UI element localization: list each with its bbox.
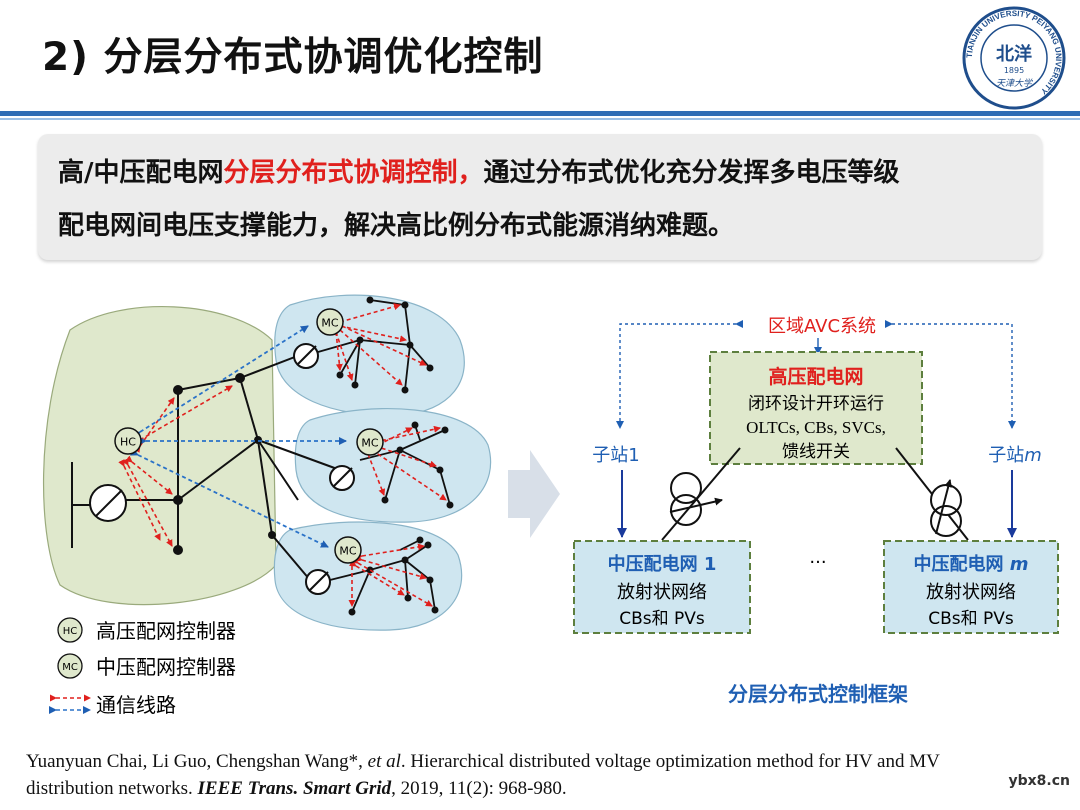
sub1-label: 子站1 <box>592 445 639 466</box>
hv-box <box>709 351 923 465</box>
legend-hc-symbol: HC <box>63 626 78 637</box>
page-title: 2) 分层分布式协调优化控制 <box>42 35 544 80</box>
hv-area <box>42 306 277 606</box>
mv1-title: 中压配电网 1 <box>608 553 717 575</box>
legend-comm-text: 通信线路 <box>96 693 176 717</box>
citation: Yuanyuan Chai, Li Guo, Chengshan Wang*, … <box>26 748 1066 802</box>
mv1-line-2: CBs和 PVs <box>619 609 705 629</box>
avc-link-left <box>616 320 743 429</box>
transformer-1 <box>669 472 723 526</box>
mv1-box <box>573 540 751 634</box>
legend-mc-symbol: MC <box>62 662 78 673</box>
cite-title-end: distribution networks. <box>26 778 198 799</box>
cite-journal: IEEE Trans. Smart Grid <box>197 778 392 799</box>
summary-suffix: 通过分布式优化充分发挥多电压等级 <box>483 158 900 188</box>
mvm-line-2: CBs和 PVs <box>928 609 1014 629</box>
hc-node: HC <box>114 427 142 455</box>
mvm-line-1: 放射状网络 <box>926 582 1016 603</box>
framework-diagram: 区域AVC系统 高压配电网 闭环设计开环运行 OLTCs, CBs, SVCs,… <box>573 316 1059 706</box>
university-seal: TIANJIN UNIVERSITY PEIYANG UNIVERSITY 北洋… <box>962 6 1066 110</box>
avc-link-right <box>885 320 1016 429</box>
flow-arrow <box>508 450 560 538</box>
subm-label: 子站m <box>988 445 1042 466</box>
ellipsis: ··· <box>809 552 826 573</box>
framework-caption: 分层分布式控制框架 <box>728 682 908 706</box>
mc-node-3: MC <box>334 536 362 564</box>
summary-highlight: 分层分布式协调控制， <box>223 158 484 188</box>
hv-line-3: 馈线开关 <box>782 442 850 462</box>
hv-to-mv1-line <box>661 447 741 541</box>
summary-prefix: 高/中压配电网 <box>58 158 224 188</box>
seal-inner-text: 北洋 <box>996 43 1032 65</box>
header-rule <box>0 111 1080 116</box>
legend-comm: 通信线路 <box>49 693 176 717</box>
mvm-box <box>883 540 1059 634</box>
legend-hc: HC 高压配网控制器 <box>57 617 236 643</box>
citation-line-2: distribution networks. IEEE Trans. Smart… <box>26 775 1066 802</box>
mc-label-1: MC <box>321 317 338 330</box>
diagram-canvas: HC MC MC MC HC 高压配网控制器 MC 中压配网控制器 <box>42 294 1059 717</box>
hc-label: HC <box>120 436 136 449</box>
hv-line-2: OLTCs, CBs, SVCs, <box>746 418 886 437</box>
legend: HC 高压配网控制器 MC 中压配网控制器 通信线路 <box>49 617 236 717</box>
transformer-m <box>930 479 962 537</box>
mc-node-1: MC <box>316 308 344 336</box>
legend-hc-text: 高压配网控制器 <box>96 619 236 643</box>
hv-line-1: 闭环设计开环运行 <box>748 394 884 414</box>
seal-signature: 天津大学 <box>996 78 1033 89</box>
legend-mc: MC 中压配网控制器 <box>57 653 236 679</box>
citation-line-1: Yuanyuan Chai, Li Guo, Chengshan Wang*, … <box>26 748 1066 775</box>
cite-etal: et al <box>367 751 401 772</box>
header-rule-thin <box>0 118 1080 120</box>
mc-label-2: MC <box>361 437 378 450</box>
summary-line-2: 配电网间电压支撑能力，解决高比例分布式能源消纳难题。 <box>58 211 735 241</box>
legend-mc-text: 中压配网控制器 <box>96 655 236 679</box>
watermark: ybx8.cn <box>1008 773 1070 789</box>
mvm-title: 中压配电网 m <box>913 553 1028 575</box>
comm-lines-blue <box>129 325 347 548</box>
avc-label: 区域AVC系统 <box>768 316 876 337</box>
hv-title: 高压配电网 <box>768 365 863 388</box>
cite-volume: , 2019, 11(2): 968-980. <box>391 778 567 799</box>
mv1-line-1: 放射状网络 <box>617 582 707 603</box>
cite-title: . Hierarchical distributed voltage optim… <box>400 751 940 772</box>
seal-year: 1895 <box>1004 66 1024 75</box>
cite-authors: Yuanyuan Chai, Li Guo, Chengshan Wang*, <box>26 751 368 772</box>
mc-node-2: MC <box>356 428 384 456</box>
mc-label-3: MC <box>339 545 356 558</box>
network-diagram: HC MC MC MC <box>42 294 492 631</box>
summary-box: 高/中压配电网分层分布式协调控制，通过分布式优化充分发挥多电压等级 配电网间电压… <box>38 134 1042 260</box>
summary-line-1: 高/中压配电网分层分布式协调控制，通过分布式优化充分发挥多电压等级 <box>58 152 900 189</box>
